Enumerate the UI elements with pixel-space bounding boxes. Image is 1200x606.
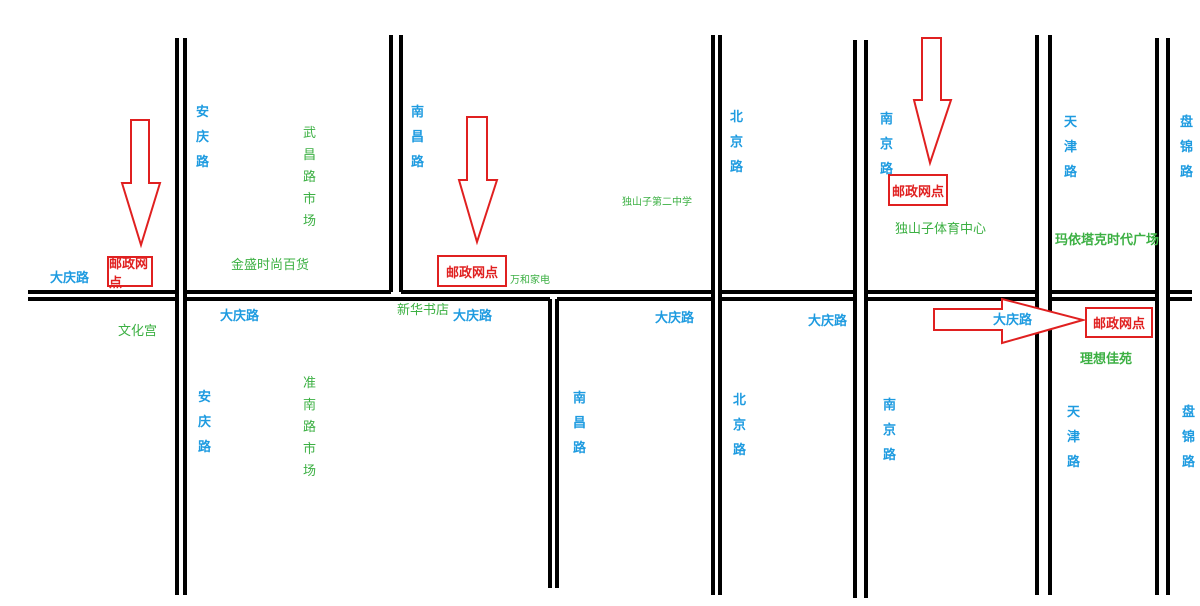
beijing-road [711,35,722,595]
arrow-right-icon [933,297,1087,345]
wenhuagong-label: 文化宫 [118,324,158,339]
jinsheng-label: 金盛时尚百货 [231,258,310,273]
tianjin-road-label: 天津路 [1064,115,1078,180]
arrow-down-icon [457,116,499,246]
nanjing-road [853,40,868,598]
mall-label: 玛依塔克时代广场 [1055,233,1160,248]
nanjing-road-label: 南京路 [880,112,894,177]
huainan-market-label: 准南路市场 [303,376,317,479]
post-office-marker[interactable]: 邮政网点 [107,256,153,291]
post-office-marker[interactable]: 邮政网点 [437,255,507,287]
post-office-marker[interactable]: 邮政网点 [888,174,948,206]
xinhua-bookstore-label: 新华书店 [397,303,450,318]
daqing-road-label: 大庆路 [993,313,1033,328]
wanhe-label: 万和家电 [510,275,550,286]
post-office-marker[interactable]: 邮政网点 [1085,307,1153,338]
anqing-road [175,38,187,595]
anqing-road-label: 安庆路 [196,105,210,170]
daqing-road-label: 大庆路 [453,309,493,324]
road-lines [28,35,1192,598]
anqing-road-label: 安庆路 [198,390,212,455]
beijing-road-label: 北京路 [730,110,744,175]
school-label: 独山子第二中学 [622,197,692,208]
stadium-label: 独山子体育中心 [895,222,987,237]
daqing-road-label: 大庆路 [808,314,848,329]
arrow-down-icon [912,37,953,167]
daqing-road-label: 大庆路 [220,309,260,324]
beijing-road-label: 北京路 [733,393,747,458]
tianjin-road-label: 天津路 [1067,405,1081,470]
arrow-down-icon [120,119,162,249]
nanjing-road-label: 南京路 [883,398,897,463]
nanchang-road-label: 南昌路 [411,105,425,170]
panjin-road [1155,38,1170,595]
nanchang-road-south [548,299,559,588]
wuchang-market-label: 武昌路市场 [303,126,317,229]
nanchang-road-label: 南昌路 [573,391,587,456]
panjin-road-label: 盘锦路 [1182,405,1196,470]
panjin-road-label: 盘锦路 [1180,115,1194,180]
lixiang-label: 理想佳苑 [1080,352,1133,367]
daqing-road-label: 大庆路 [50,271,90,286]
daqing-road-label: 大庆路 [655,311,695,326]
nanchang-road-north [389,35,403,292]
